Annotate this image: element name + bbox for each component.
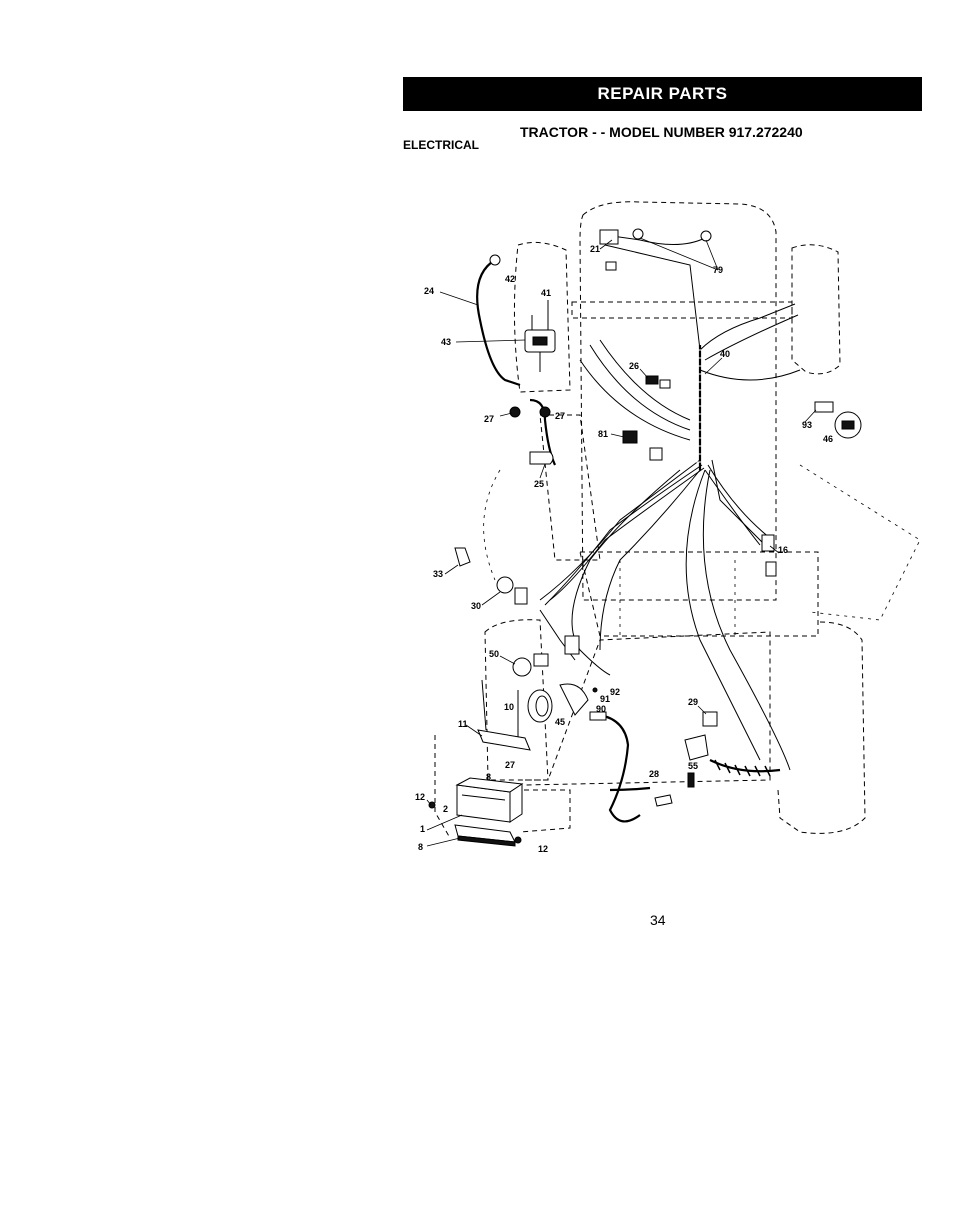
callout-45: 45 (555, 717, 565, 727)
nut-27-right (539, 406, 551, 418)
bracket-33 (454, 547, 471, 567)
callout-2: 2 (443, 804, 448, 814)
banner-title: REPAIR PARTS (597, 84, 728, 103)
callout-41: 41 (541, 288, 551, 298)
callout-42: 42 (505, 274, 515, 284)
light-switch-50 (512, 653, 549, 677)
callout-91: 91 (600, 694, 610, 704)
connector-26 (645, 375, 671, 389)
model-title: TRACTOR - - MODEL NUMBER 917.272240 (520, 124, 803, 140)
callout-24: 24 (424, 286, 434, 296)
callout-50: 50 (489, 649, 499, 659)
callout-79: 79 (713, 265, 723, 275)
callout-25: 25 (534, 479, 544, 489)
callout-labels: 24 42 41 43 27 27 25 21 79 26 40 81 16 9… (415, 244, 833, 854)
battery-cable-24 (476, 254, 521, 387)
callout-40: 40 (720, 349, 730, 359)
battery-1 (455, 777, 524, 823)
callout-26: 26 (629, 361, 639, 371)
callout-8-upper: 8 (486, 772, 491, 782)
screw-12-left (428, 801, 436, 809)
cable-28 (609, 786, 673, 807)
callout-16: 16 (778, 545, 788, 555)
callout-28: 28 (649, 769, 659, 779)
callout-8: 8 (418, 842, 423, 852)
callout-29: 29 (688, 697, 698, 707)
battery-holddown (477, 679, 531, 751)
solenoid-43 (524, 300, 556, 372)
section-label: ELECTRICAL (403, 138, 479, 152)
callout-21: 21 (590, 244, 600, 254)
callout-33: 33 (433, 569, 443, 579)
nut-27-left (509, 406, 521, 418)
harness-plug (564, 635, 580, 655)
cable-to-starter (589, 711, 641, 823)
battery-tray-8 (454, 824, 516, 847)
ammeter-46 (814, 401, 862, 439)
callout-27c: 27 (505, 760, 515, 770)
callout-27b: 27 (555, 411, 565, 421)
callout-43: 43 (441, 337, 451, 347)
switch-16 (761, 534, 777, 577)
callout-93: 93 (802, 420, 812, 430)
relay-81 (622, 430, 663, 461)
screw-12-right (514, 836, 522, 844)
ignition-switch-30 (496, 576, 528, 605)
callout-12a: 12 (415, 792, 425, 802)
callout-10: 10 (504, 702, 514, 712)
callout-11: 11 (458, 719, 468, 729)
switch-21 (599, 228, 712, 271)
callout-12b: 12 (538, 844, 548, 854)
callout-92: 92 (610, 687, 620, 697)
ground-cable-25 (529, 398, 556, 466)
headlight-90 (559, 683, 598, 716)
tractor-outline (434, 201, 921, 839)
bolt-55 (687, 772, 695, 788)
repair-parts-banner: REPAIR PARTS (403, 77, 922, 111)
callout-90: 90 (596, 704, 606, 714)
callout-27a: 27 (484, 414, 494, 424)
headlight-45 (527, 689, 553, 723)
callout-1: 1 (420, 824, 425, 834)
page-number: 34 (650, 912, 666, 928)
leader-lines (426, 237, 817, 847)
callout-30: 30 (471, 601, 481, 611)
callout-81: 81 (598, 429, 608, 439)
callout-46: 46 (823, 434, 833, 444)
coiled-cable (709, 759, 781, 777)
wiring-harness (539, 234, 801, 771)
callout-55: 55 (688, 761, 698, 771)
harness-sleeve (695, 345, 705, 470)
switch-29 (684, 711, 718, 761)
